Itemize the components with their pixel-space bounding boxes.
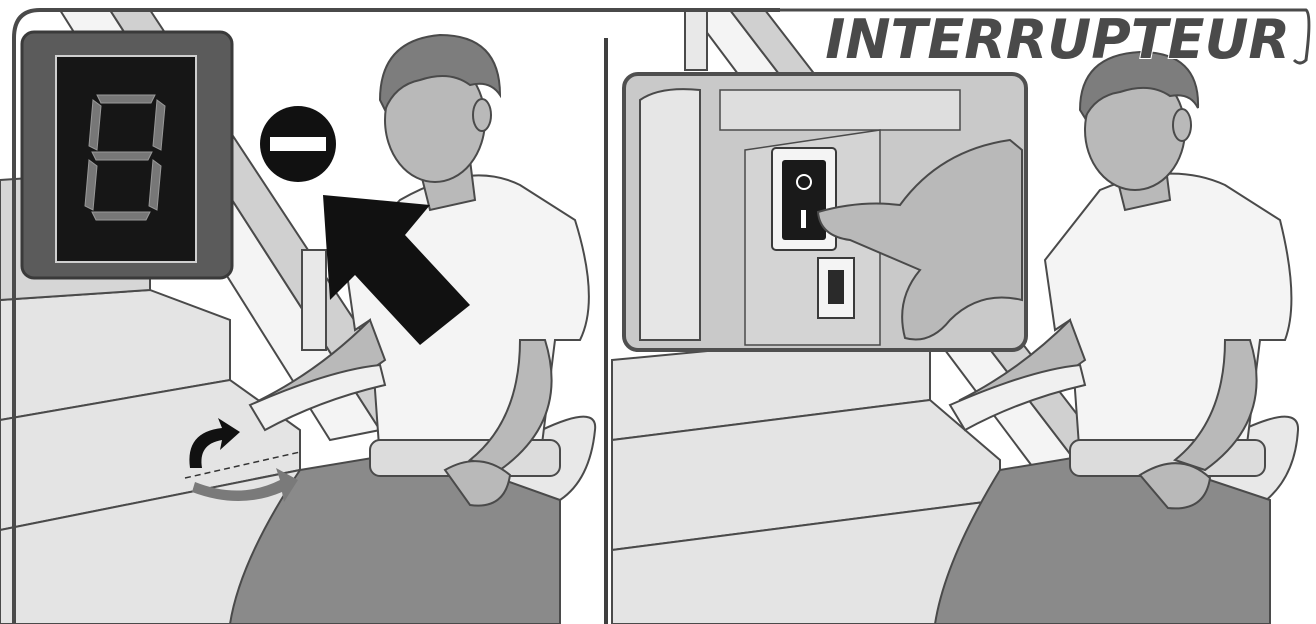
switch-inset <box>624 74 1026 350</box>
page-title: INTERRUPTEUR <box>825 8 1290 71</box>
right-panel <box>612 10 1298 624</box>
seven-segment-display <box>22 32 232 278</box>
rocker-switch-icon <box>772 148 836 250</box>
stairs-right <box>612 330 1000 624</box>
panel-divider <box>604 38 608 624</box>
left-panel <box>0 10 595 624</box>
no-entry-icon <box>260 106 336 182</box>
